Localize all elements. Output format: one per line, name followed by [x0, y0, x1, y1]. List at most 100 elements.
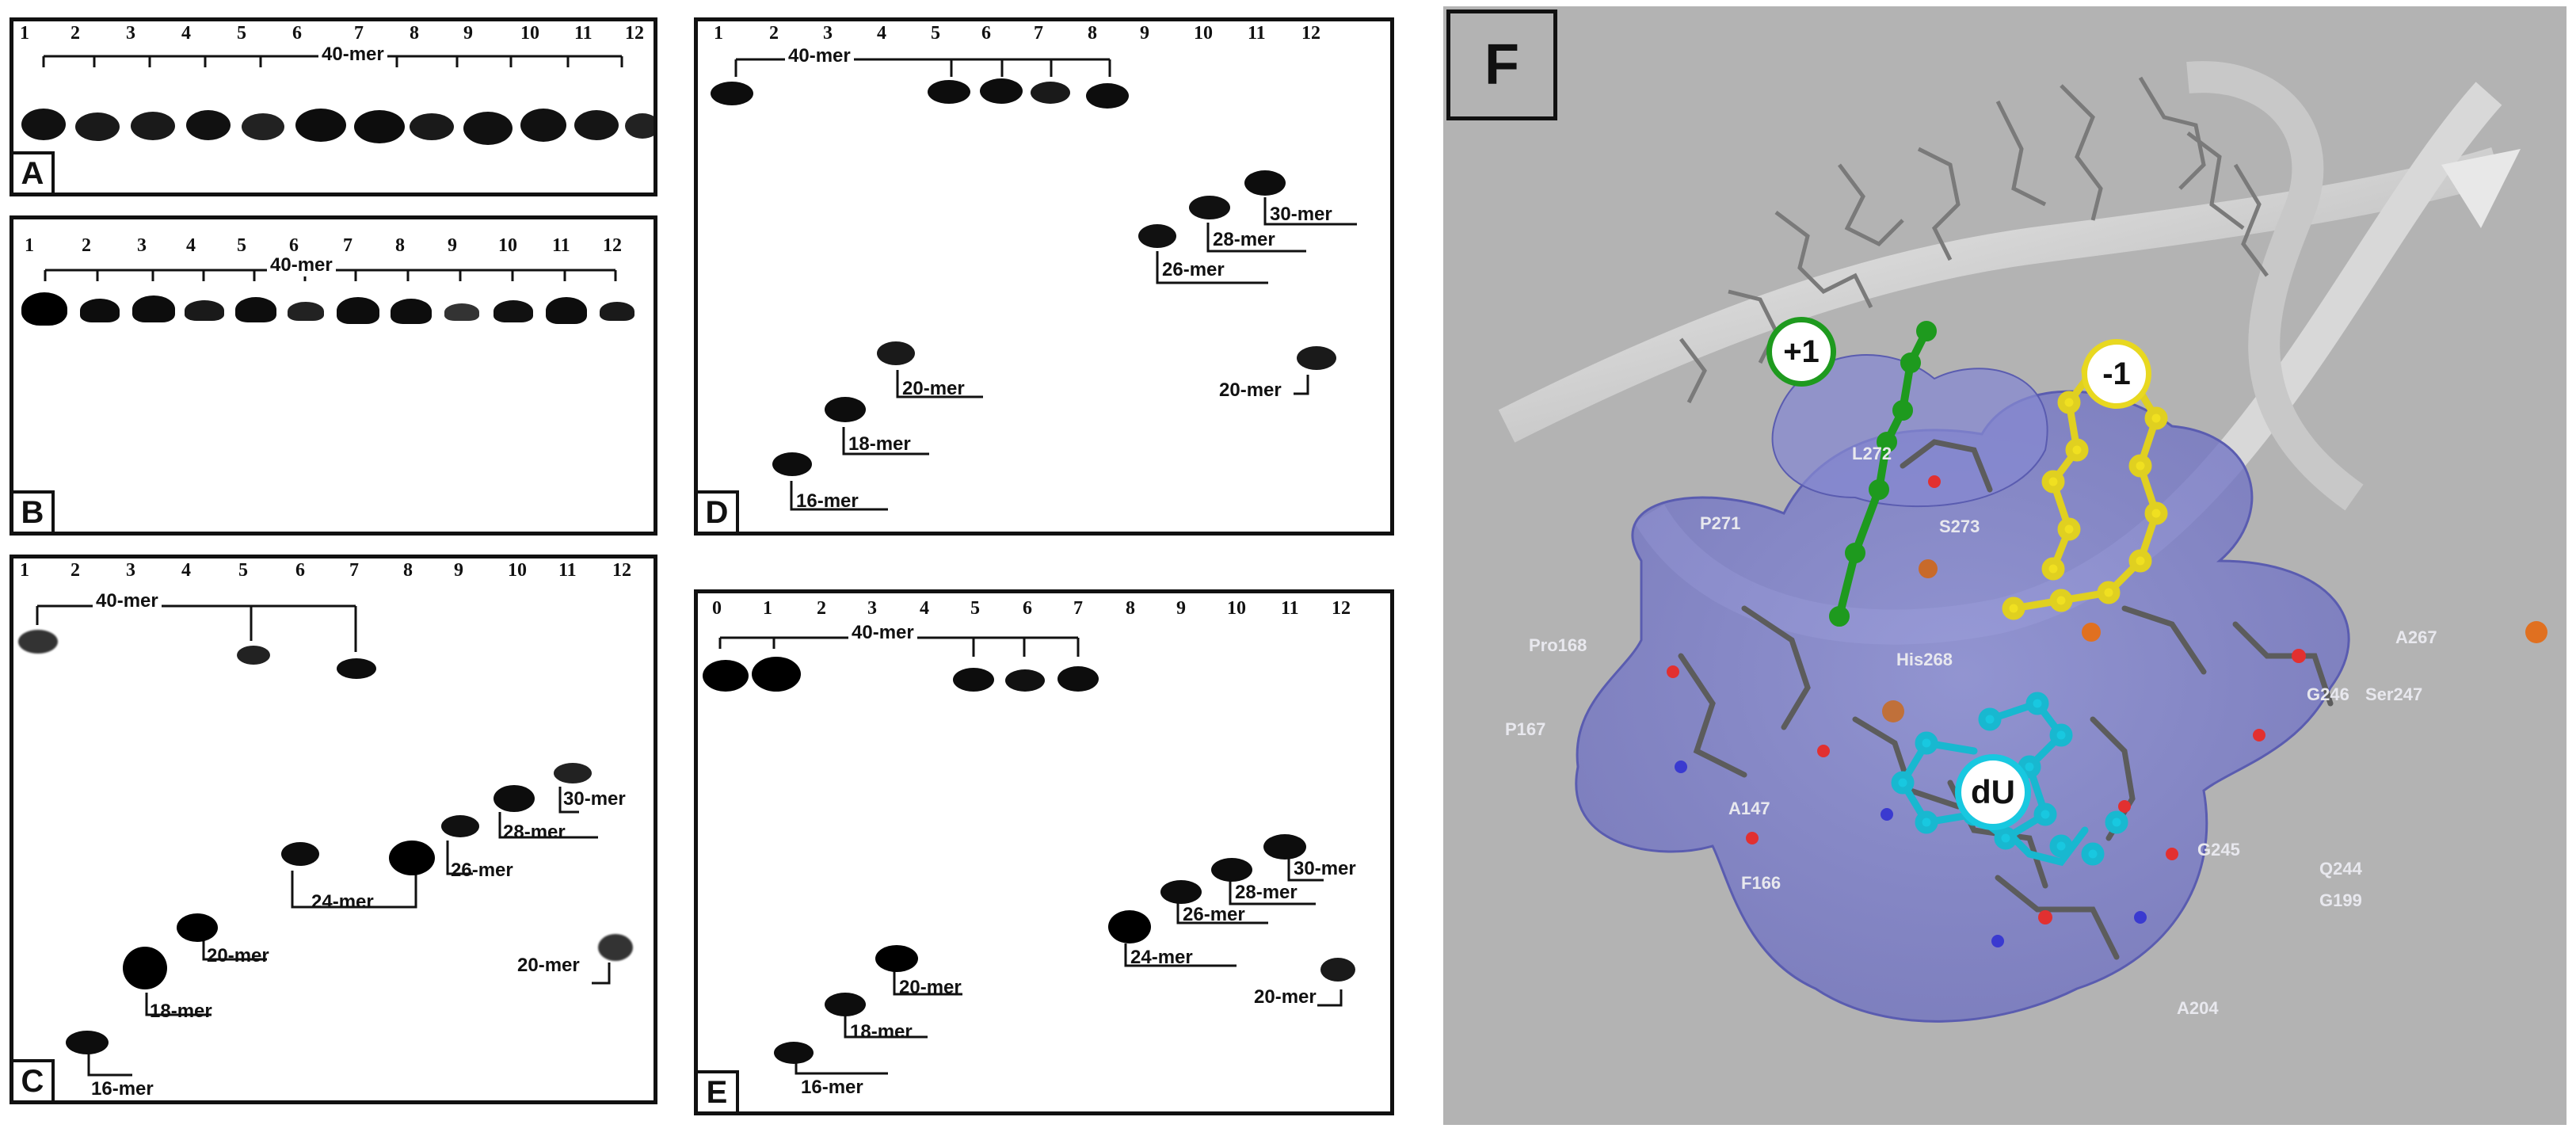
lane-number: 6 [981, 23, 991, 44]
lane-number: 12 [1301, 23, 1320, 44]
lane-number: 9 [1140, 23, 1149, 44]
gel-band [463, 112, 513, 145]
gel-band [493, 300, 533, 322]
gel-band [703, 660, 749, 692]
gel-band [598, 934, 633, 961]
residue-label: S273 [1939, 517, 1980, 536]
lane-number: 6 [292, 23, 302, 44]
residue-label: A204 [2177, 998, 2219, 1018]
lane-number: 10 [498, 235, 517, 256]
gel-band [574, 110, 619, 140]
residue-label: G245 [2197, 840, 2240, 860]
lane-number: 9 [1176, 598, 1186, 619]
lane-number: 3 [126, 560, 135, 581]
panel-letter-c: C [13, 1059, 55, 1100]
lane-number: 7 [349, 560, 359, 581]
gel-band [185, 300, 224, 321]
lane-number: 11 [1248, 23, 1266, 44]
gel-band [337, 658, 376, 679]
gel-band [177, 913, 218, 942]
gel-band [1031, 82, 1070, 104]
gel-band [1086, 83, 1129, 109]
lane-number: 6 [295, 560, 305, 581]
gel-band [410, 113, 454, 140]
gel-band [66, 1031, 109, 1054]
gel-band [337, 297, 379, 324]
residue-label: A267 [2395, 627, 2437, 647]
lane-number: 7 [343, 235, 352, 256]
gel-band [18, 630, 58, 654]
gel-band [980, 78, 1023, 104]
band-label: 28-mer [1213, 229, 1275, 250]
lane-number: 2 [769, 23, 779, 44]
lane-number: 1 [25, 235, 34, 256]
lane-number: 8 [410, 23, 419, 44]
lane-number: 7 [354, 23, 364, 44]
lane-number: 11 [574, 23, 593, 44]
band-label: 26-mer [1183, 904, 1245, 925]
lane-number: 5 [237, 235, 246, 256]
lane-number: 1 [714, 23, 723, 44]
band-label: 20-mer [902, 378, 965, 399]
panel-letter-b: B [13, 490, 55, 532]
lane-number: 11 [552, 235, 570, 256]
lane-number: 1 [20, 560, 29, 581]
lane-number: 12 [1332, 598, 1351, 619]
lane-number: 10 [1194, 23, 1213, 44]
bracket-label-40mer: 40-mer [785, 45, 854, 67]
band-label: 28-mer [1235, 882, 1298, 903]
lane-number: 5 [237, 23, 246, 44]
gel-band [1160, 880, 1202, 904]
bracket-c [36, 604, 611, 1077]
gel-band [131, 112, 175, 140]
lane-number: 6 [1023, 598, 1032, 619]
lane-number: 3 [137, 235, 147, 256]
gel-band [493, 785, 535, 812]
du-marker: dU [1955, 754, 2031, 830]
gel-band [21, 292, 67, 326]
gel-band [928, 80, 970, 104]
band-label: 20-mer [1219, 379, 1282, 401]
gel-band [444, 303, 479, 321]
lane-number: 2 [817, 598, 826, 619]
residue-label: P271 [1700, 513, 1741, 533]
lane-number: 8 [1088, 23, 1097, 44]
gel-band [1108, 910, 1151, 943]
lane-number: 7 [1073, 598, 1083, 619]
band-label: 16-mer [796, 490, 859, 512]
bracket-label-40mer: 40-mer [318, 44, 387, 66]
band-label: 26-mer [451, 860, 513, 881]
gel-band [554, 763, 592, 783]
lane-number: 3 [823, 23, 833, 44]
lane-number: 4 [186, 235, 196, 256]
lane-number: 4 [181, 560, 191, 581]
lane-number: 10 [1227, 598, 1246, 619]
band-label: 28-mer [503, 822, 566, 843]
lane-number: 9 [454, 560, 463, 581]
band-label: 24-mer [1130, 947, 1193, 968]
gel-band [391, 299, 432, 324]
gel-band [1189, 196, 1230, 219]
band-label: 30-mer [1294, 858, 1356, 879]
lane-number: 4 [877, 23, 886, 44]
gel-band [237, 646, 270, 665]
gel-band [354, 110, 405, 143]
lane-number: 4 [181, 23, 191, 44]
band-label: 26-mer [1162, 259, 1225, 280]
dna-ribbon [1498, 147, 2502, 443]
bracket-label-40mer: 40-mer [93, 590, 162, 612]
residue-label: G199 [2319, 890, 2362, 910]
gel-band [389, 841, 435, 875]
lane-number: 6 [289, 235, 299, 256]
gel-band [1297, 346, 1336, 370]
lane-number: 10 [508, 560, 527, 581]
band-label: 16-mer [801, 1077, 863, 1098]
lane-number: 3 [126, 23, 135, 44]
gel-band [752, 657, 801, 692]
gel-band [825, 993, 866, 1016]
gel-band [281, 842, 319, 866]
gel-band [242, 113, 284, 140]
